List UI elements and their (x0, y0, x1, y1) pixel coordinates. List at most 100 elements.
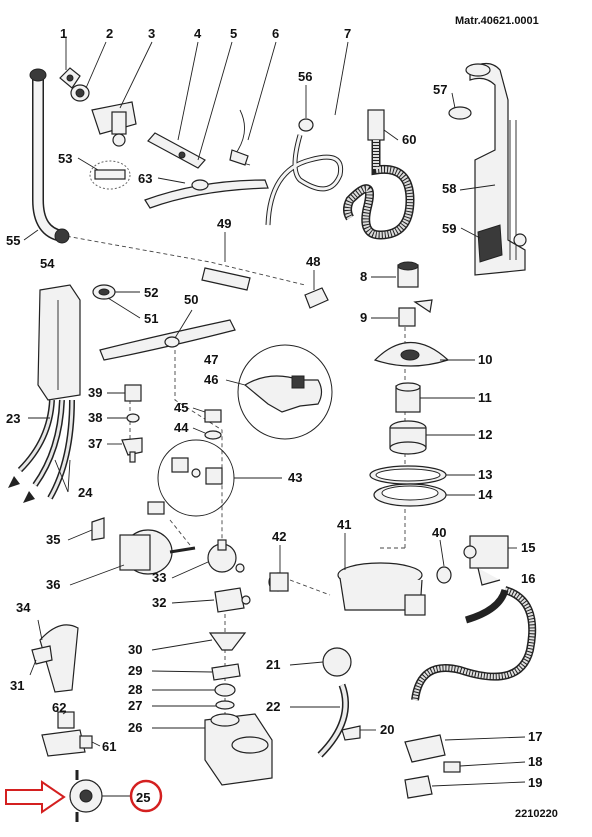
part-label: 30 (128, 642, 142, 657)
part-14-sump-ring (373, 483, 447, 507)
part-label: 47 (204, 352, 218, 367)
part-55-fill-pipe (29, 68, 70, 244)
guide-line (169, 519, 191, 546)
part-label: 44 (174, 420, 189, 435)
part-label: 37 (88, 436, 102, 451)
part-1-clip (59, 67, 81, 89)
part-58-air-break-pipe (465, 62, 526, 276)
part-54-side-panel (37, 284, 81, 401)
part-label: 56 (298, 69, 312, 84)
part-26-salt-container (204, 713, 273, 786)
part-61-inlet-valve (41, 729, 93, 757)
part-33-pump (207, 539, 245, 573)
part-4-upper-arm-tube (147, 132, 206, 169)
part-label: 54 (40, 256, 55, 271)
part-59-valve (477, 224, 527, 263)
part-57-cap (448, 106, 472, 120)
part-35-bracket (91, 517, 105, 541)
detail-43-circle (157, 439, 235, 517)
part-37-valve (121, 437, 143, 463)
part-label: 13 (478, 467, 492, 482)
highlighted-part-label: 25 (136, 790, 150, 805)
part-2-nut (70, 84, 90, 102)
part-label: 57 (433, 82, 447, 97)
part-label: 23 (6, 411, 20, 426)
part-label: 63 (138, 171, 152, 186)
part-label: 20 (380, 722, 394, 737)
part-label: 24 (78, 485, 93, 500)
part-label: 2 (106, 26, 113, 41)
part-label: 1 (60, 26, 67, 41)
part-44-ring (204, 430, 222, 440)
part-21-cap (322, 647, 352, 677)
part-40-ring (436, 566, 452, 584)
part-label: 17 (528, 729, 542, 744)
part-label: 6 (272, 26, 279, 41)
part-label: 21 (266, 657, 280, 672)
part-label: 36 (46, 577, 60, 592)
part-label: 16 (521, 571, 535, 586)
part-6-clamp (229, 149, 249, 166)
part-label: 35 (46, 532, 60, 547)
highlight-circle (129, 779, 163, 813)
part-label: 39 (88, 385, 102, 400)
part-label: 7 (344, 26, 351, 41)
part-label: 52 (144, 285, 158, 300)
part-label: 32 (152, 595, 166, 610)
part-25-flowmeter (69, 770, 103, 822)
part-50-lower-spray-arm (99, 319, 236, 361)
part-label: 55 (6, 233, 20, 248)
part-11-microfilter (395, 382, 421, 413)
part-30-funnel (208, 632, 247, 651)
part-label: 60 (402, 132, 416, 147)
part-label: 11 (478, 390, 492, 405)
part-label: 61 (102, 739, 116, 754)
part-63-upper-spray-arm (144, 179, 269, 209)
part-label: 40 (432, 525, 446, 540)
part-18-microswitch (443, 761, 461, 773)
guide-line (174, 350, 223, 540)
part-9-valve (398, 299, 433, 327)
part-label: 33 (152, 570, 166, 585)
part-45-nut (204, 409, 222, 423)
part-label: 22 (266, 699, 280, 714)
part-22-pipe (317, 683, 349, 758)
part-label: 62 (52, 700, 66, 715)
part-60-coiled-hose (343, 109, 415, 240)
part-31-connector (31, 645, 53, 665)
part-label: 51 (144, 311, 158, 326)
part-13-ring (369, 465, 447, 485)
part-label: 12 (478, 427, 492, 442)
part-label: 29 (128, 663, 142, 678)
part-label: 59 (442, 221, 456, 236)
part-label: 48 (306, 254, 320, 269)
part-label: 5 (230, 26, 237, 41)
part-label: 19 (528, 775, 542, 790)
part-49-connector (201, 267, 251, 291)
part-label: 31 (10, 678, 24, 693)
part-17-float-switch (404, 734, 446, 763)
part-label: 18 (528, 754, 542, 769)
part-label: 38 (88, 410, 102, 425)
part-20-clip (341, 725, 361, 741)
part-label: 41 (337, 517, 351, 532)
part-label: 3 (148, 26, 155, 41)
part-28-nut (214, 683, 236, 697)
part-23-24-drain-hoses (8, 399, 75, 503)
detail-47-46-circle (237, 344, 333, 440)
highlight-marker (5, 779, 163, 814)
diagram-code: 2210220 (515, 808, 558, 820)
part-label: 26 (128, 720, 142, 735)
part-label: 8 (360, 269, 367, 284)
part-38-ring (126, 413, 140, 423)
part-label: 15 (521, 540, 535, 555)
part-16-drain-hose (411, 586, 537, 701)
part-39-cap (124, 384, 142, 402)
highlight-arrow (5, 780, 66, 814)
part-label: 10 (478, 352, 492, 367)
part-8-plug (397, 261, 419, 288)
part-56-ring (298, 118, 314, 132)
part-label: 46 (204, 372, 218, 387)
part-label: 28 (128, 682, 142, 697)
